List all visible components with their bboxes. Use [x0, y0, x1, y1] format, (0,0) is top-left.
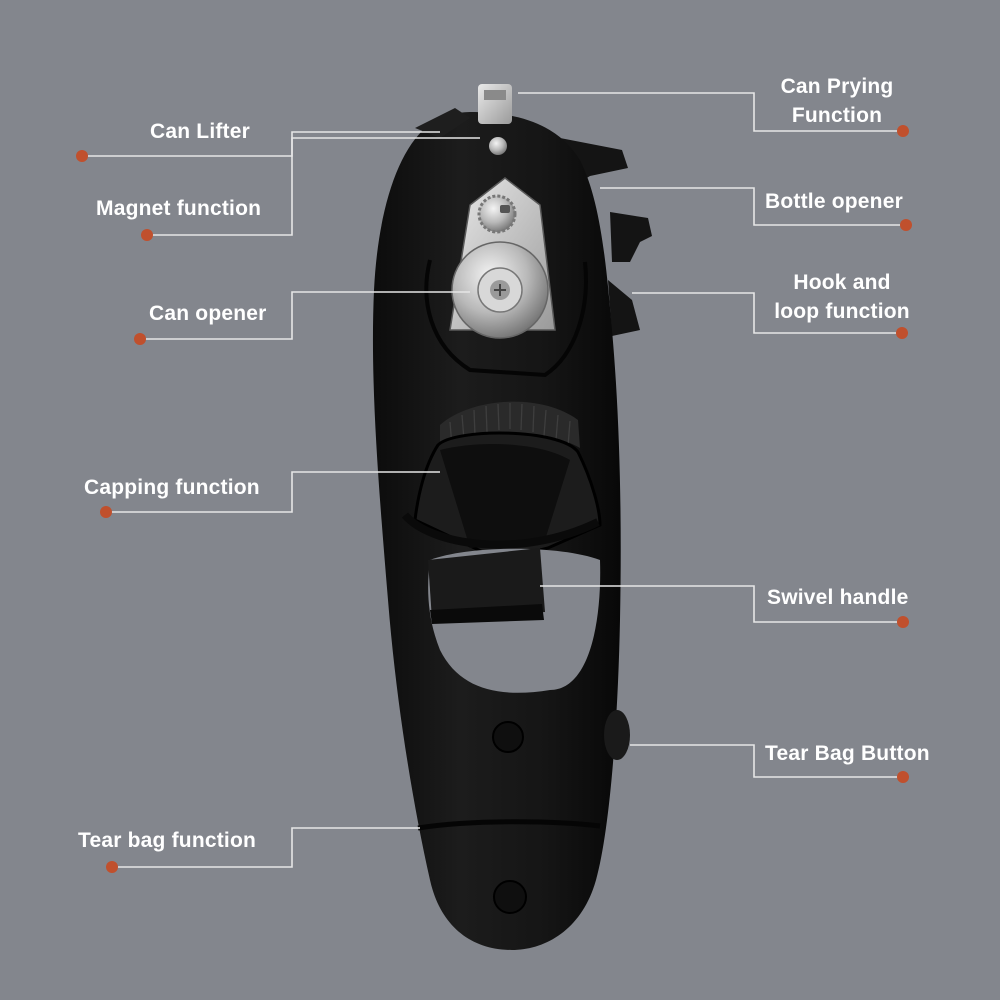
- label-tear-bag-function: Tear bag function: [78, 829, 257, 852]
- label-hook-loop-line2: loop function: [774, 300, 910, 323]
- leader-hook-loop: [632, 292, 902, 334]
- label-bottle-opener: Bottle opener: [765, 190, 903, 213]
- callout-dot-icon: [134, 333, 146, 345]
- label-can-lifter: Can Lifter: [150, 120, 251, 143]
- leader-capping: [106, 471, 440, 513]
- label-hook-loop-line1: Hook and: [793, 271, 891, 294]
- callout-dot-icon: [106, 861, 118, 873]
- label-can-opener: Can opener: [149, 302, 267, 325]
- callout-dot-icon: [900, 219, 912, 231]
- callout-dot-icon: [897, 616, 909, 628]
- leader-magnet: [147, 137, 480, 236]
- callout-dot-icon: [897, 771, 909, 783]
- leader-can-prying: [518, 92, 903, 132]
- device-body: [372, 108, 652, 950]
- leader-tear-bag-button: [630, 744, 903, 778]
- label-can-prying-function: Can Prying Function: [764, 72, 910, 130]
- callout-dot-icon: [76, 150, 88, 162]
- leader-can-lifter: [82, 131, 440, 157]
- label-can-prying-line1: Can Prying: [780, 75, 894, 98]
- leader-lines: [82, 92, 906, 868]
- callout-dot-icon: [897, 125, 909, 137]
- callout-dot-icon: [141, 229, 153, 241]
- callout-dots: [76, 125, 912, 873]
- label-swivel-handle: Swivel handle: [767, 586, 909, 609]
- callout-dot-icon: [100, 506, 112, 518]
- label-capping-function: Capping function: [84, 476, 260, 499]
- label-hook-and-loop-function: Hook and loop function: [762, 268, 922, 326]
- leader-swivel-handle: [540, 585, 903, 623]
- leader-tear-bag-function: [112, 827, 420, 868]
- can-opener-mechanism: [449, 84, 556, 339]
- label-tear-bag-button: Tear Bag Button: [765, 742, 930, 765]
- leader-bottle-opener: [600, 187, 906, 226]
- leader-can-opener: [140, 291, 470, 340]
- label-can-prying-line2: Function: [791, 104, 883, 127]
- callout-dot-icon: [896, 327, 908, 339]
- label-magnet-function: Magnet function: [96, 197, 262, 220]
